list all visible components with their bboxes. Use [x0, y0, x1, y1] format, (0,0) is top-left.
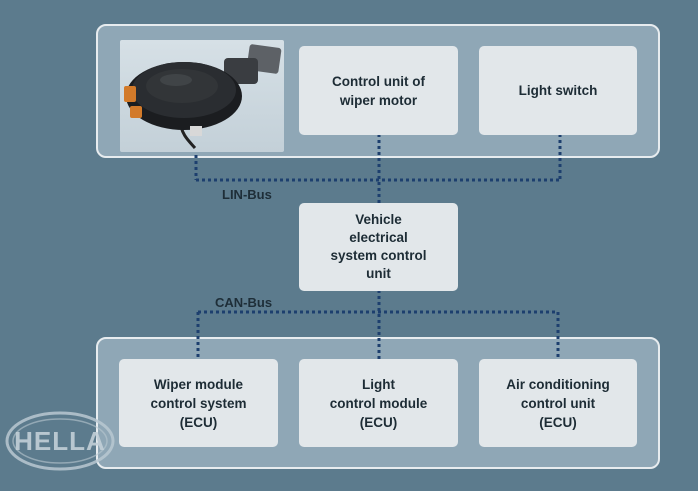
vehicle-electrical-system-control-unit: Vehicle electrical system control unit	[299, 203, 458, 291]
svg-text:HELLA: HELLA	[14, 426, 106, 456]
wiper-motor-control-unit: Control unit of wiper motor	[299, 46, 458, 135]
air-conditioning-control-unit: Air conditioning control unit (ECU)	[479, 359, 637, 447]
lin-bus-label: LIN-Bus	[222, 187, 272, 202]
light-switch: Light switch	[479, 46, 637, 135]
can-bus-label: CAN-Bus	[215, 295, 273, 310]
hella-logo: HELLA	[4, 410, 116, 477]
sensor-image	[120, 40, 284, 152]
wiper-module-control-system: Wiper module control system (ECU)	[119, 359, 278, 447]
light-control-module: Light control module (ECU)	[299, 359, 458, 447]
